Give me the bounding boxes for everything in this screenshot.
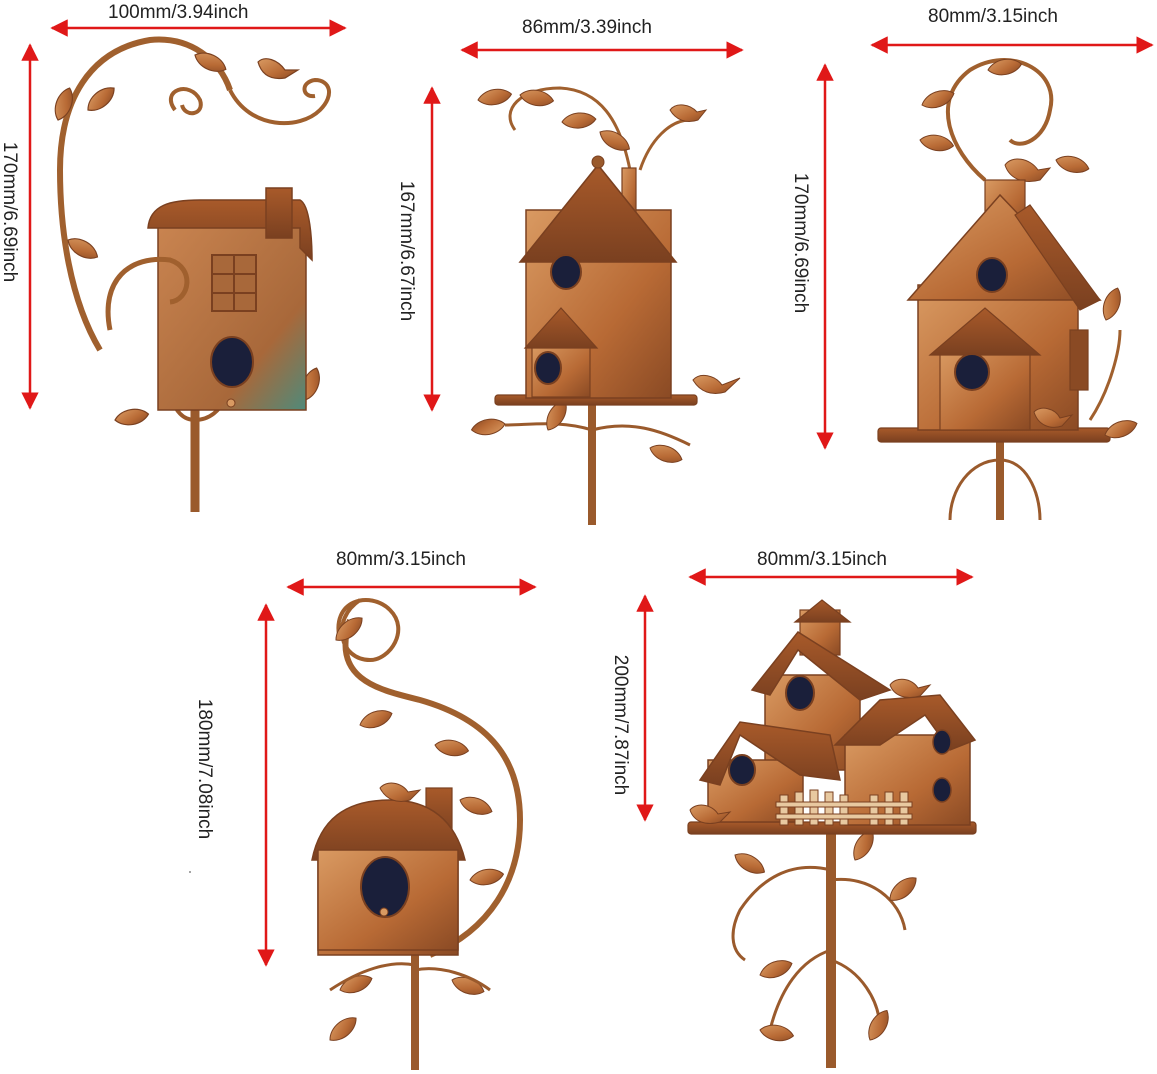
birdhouse-3 bbox=[877, 56, 1141, 521]
birdhouse-4 bbox=[311, 598, 524, 1070]
birdhouse-2 bbox=[469, 86, 741, 525]
width-label-1: 100mm/3.94inch bbox=[108, 2, 249, 23]
birdhouse-1 bbox=[50, 36, 331, 512]
width-label-2: 86mm/3.39inch bbox=[522, 17, 652, 38]
birdhouse-5 bbox=[687, 599, 977, 1068]
width-label-3: 80mm/3.15inch bbox=[928, 6, 1058, 27]
stray-dot bbox=[189, 871, 191, 873]
width-label-5: 80mm/3.15inch bbox=[757, 549, 887, 570]
width-label-4: 80mm/3.15inch bbox=[336, 549, 466, 570]
